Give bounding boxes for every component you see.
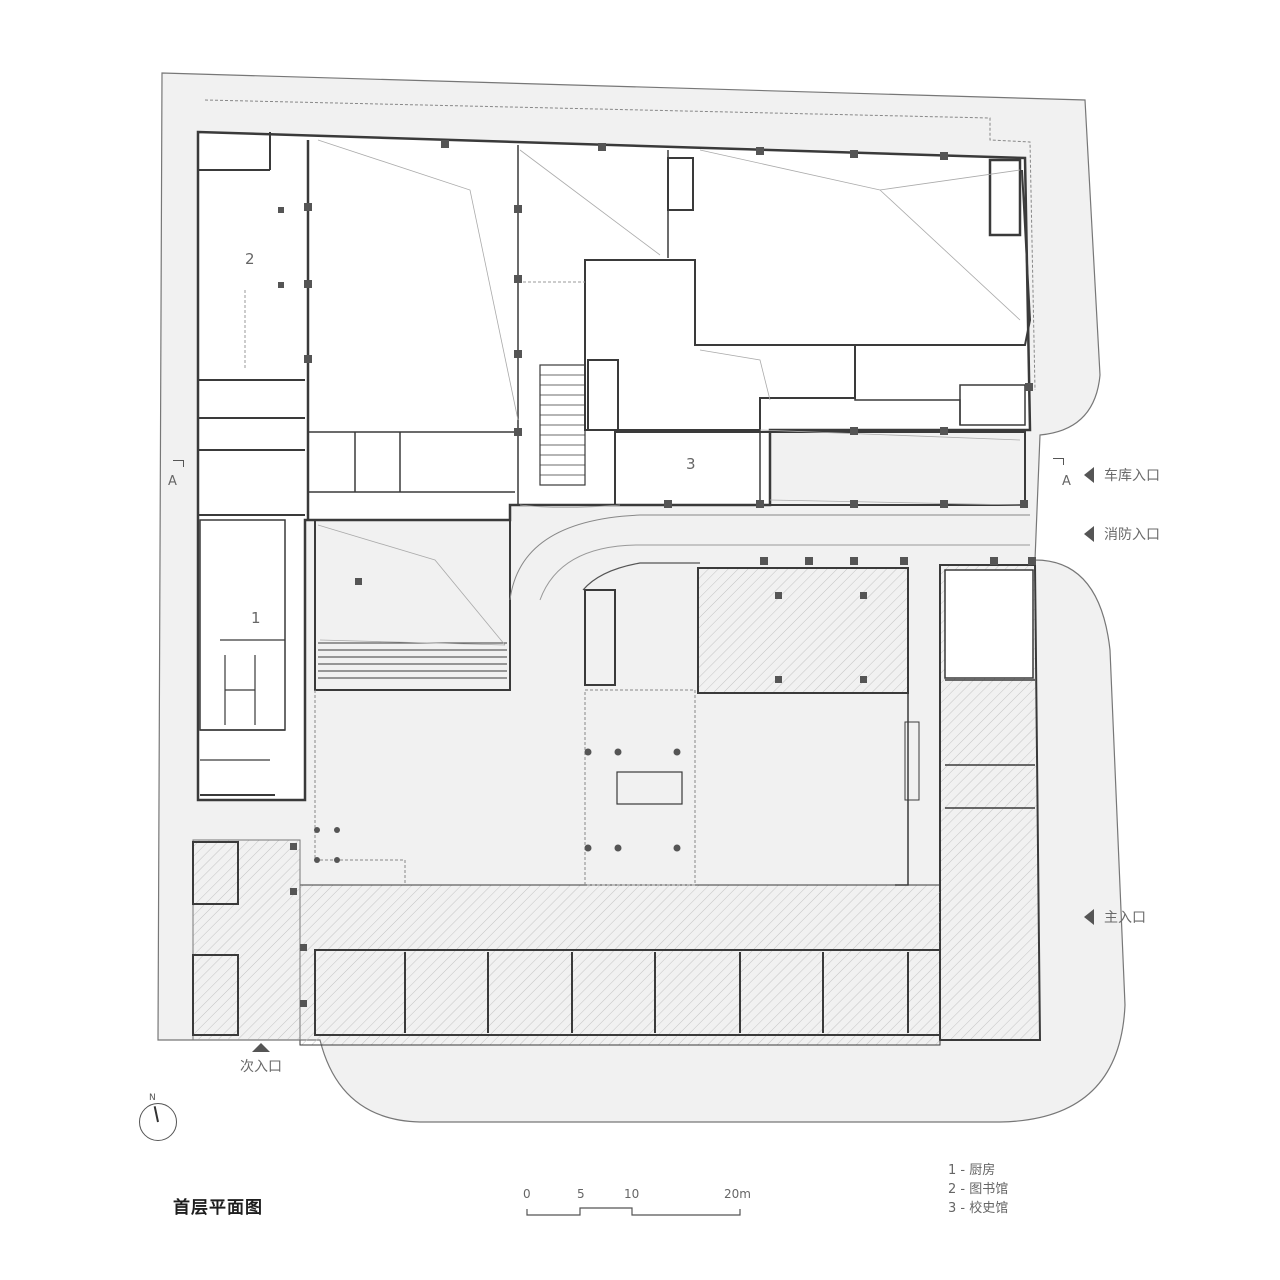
structural-columns	[278, 140, 1036, 1007]
drawing-title: 首层平面图	[173, 1198, 263, 1218]
north-arrow-icon	[139, 1103, 177, 1141]
entrance-arrow-icon	[1084, 467, 1094, 483]
entrance-arrow-icon	[252, 1043, 270, 1052]
main-entrance: 主入口	[1084, 907, 1146, 927]
entrance-arrow-icon	[1084, 909, 1094, 925]
south-building	[192, 562, 1042, 1046]
north-needle	[153, 1106, 159, 1123]
scale-tick-5: 5	[577, 1187, 585, 1201]
scale-tick-10: 10	[624, 1187, 640, 1201]
garage-entrance-label: 车库入口	[1104, 468, 1160, 484]
room-legend: 1 - 厨房 2 - 图书馆 3 - 校史馆	[948, 1161, 1008, 1218]
room-number-history-hall: 3	[686, 455, 696, 473]
section-marker-right: A	[1062, 474, 1071, 489]
fire-entrance-label: 消防入口	[1104, 527, 1160, 543]
legend-item: 2 - 图书馆	[948, 1182, 1009, 1197]
scale-tick-20: 20m	[724, 1187, 751, 1201]
main-entrance-label: 主入口	[1104, 910, 1146, 926]
section-marker-left-bracket	[173, 460, 184, 467]
section-marker-right-bracket	[1053, 458, 1064, 465]
room-number-library: 2	[245, 250, 255, 268]
garage-entrance: 车库入口	[1084, 465, 1160, 485]
fire-entrance: 消防入口	[1084, 524, 1160, 544]
legend-item: 1 - 厨房	[948, 1163, 996, 1178]
north-label: N	[149, 1093, 156, 1103]
secondary-entrance: 次入口	[233, 1043, 289, 1076]
legend-item: 3 - 校史馆	[948, 1201, 1009, 1216]
secondary-entrance-label: 次入口	[240, 1059, 282, 1075]
entrance-arrow-icon	[1084, 526, 1094, 542]
section-marker-left: A	[168, 474, 177, 489]
room-number-kitchen: 1	[251, 609, 261, 627]
scale-bar	[526, 1207, 741, 1216]
scale-tick-0: 0	[523, 1187, 531, 1201]
central-stair	[539, 359, 619, 486]
